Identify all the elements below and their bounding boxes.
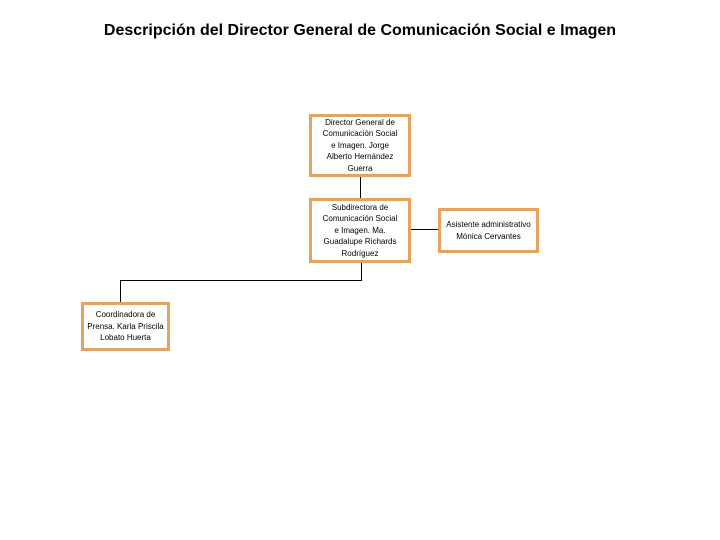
- org-node-asistente-administrativo-label: Asistente administrativo Mónica Cervante…: [446, 220, 531, 241]
- connector-subdirectora-to-coordinadora-segment-down: [361, 263, 362, 281]
- org-node-director-general: Director General de Comunicación Social …: [309, 114, 411, 177]
- page-title: Descripción del Director General de Comu…: [103, 22, 617, 39]
- connector-subdirectora-to-coordinadora-segment-into-box: [120, 280, 121, 302]
- connector-director-to-subdirectora: [360, 177, 361, 198]
- org-node-subdirectora: Subdirectora de Comunicación Social e Im…: [309, 198, 411, 263]
- org-node-director-general-label: Director General de Comunicación Social …: [322, 117, 398, 173]
- connector-subdirectora-to-asistente: [411, 229, 438, 230]
- org-node-subdirectora-label: Subdirectora de Comunicación Social e Im…: [322, 202, 398, 258]
- org-node-asistente-administrativo: Asistente administrativo Mónica Cervante…: [438, 208, 539, 253]
- org-node-coordinadora-prensa-label: Coordinadora de Prensa. Karla Priscila L…: [87, 310, 164, 343]
- org-node-coordinadora-prensa: Coordinadora de Prensa. Karla Priscila L…: [81, 302, 170, 351]
- connector-subdirectora-to-coordinadora-segment-across: [120, 280, 362, 281]
